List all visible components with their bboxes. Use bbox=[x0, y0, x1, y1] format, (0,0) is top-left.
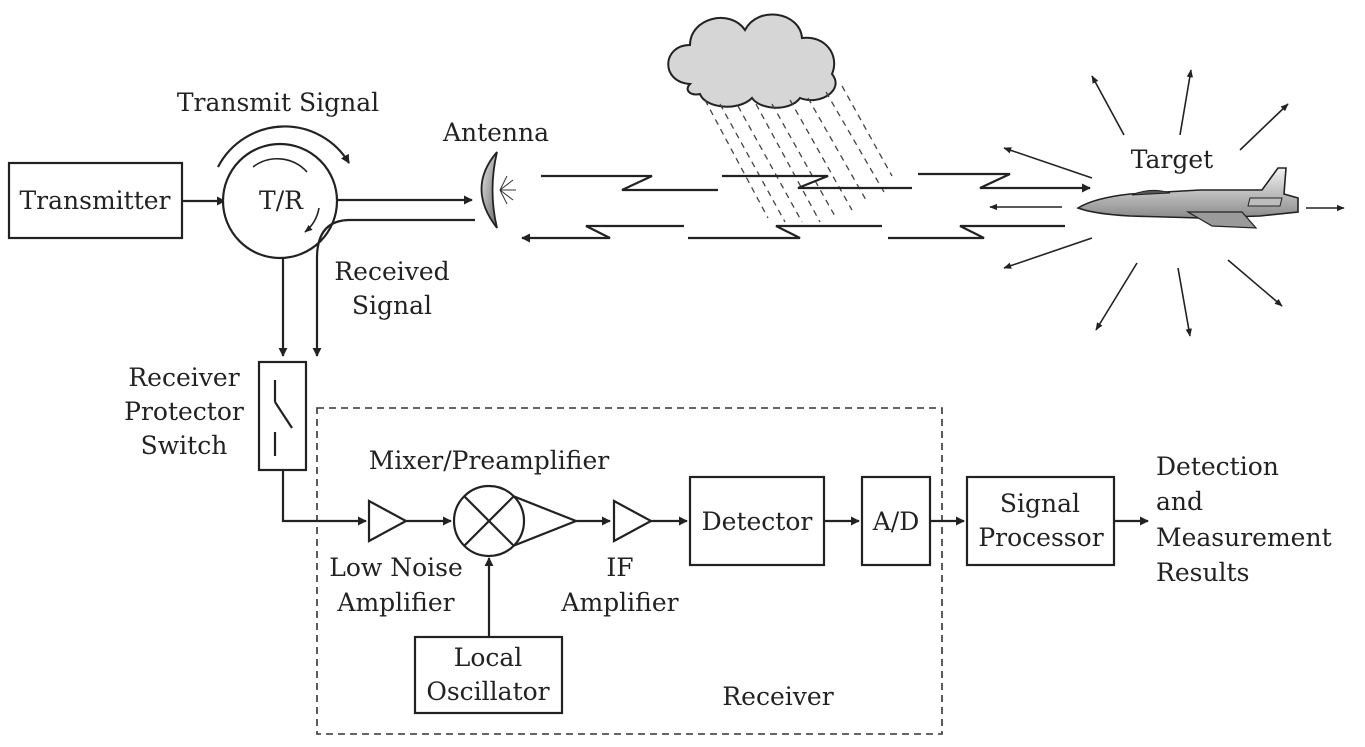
tr-switch-block: T/R bbox=[217, 125, 350, 260]
mixer-icon bbox=[452, 484, 579, 558]
transmitter-label: Transmitter bbox=[19, 186, 170, 215]
ad-converter-block: A/D bbox=[860, 475, 932, 567]
returning-signal-lines bbox=[521, 224, 1065, 243]
local-oscillator-block: Local Oscillator bbox=[413, 635, 564, 715]
outgoing-signal-lines bbox=[541, 172, 1091, 193]
signal-processor-label-2: Processor bbox=[978, 523, 1103, 552]
transmit-arc-arrow bbox=[217, 125, 350, 168]
results-label-2: and bbox=[1156, 487, 1203, 516]
detector-label: Detector bbox=[702, 507, 813, 536]
low-noise-amplifier-icon bbox=[367, 499, 409, 543]
results-label-3: Measurement bbox=[1156, 523, 1332, 552]
local-oscillator-label-2: Oscillator bbox=[426, 677, 549, 706]
cloud-icon bbox=[667, 13, 837, 109]
antenna-label: Antenna bbox=[442, 118, 549, 147]
receiver-protector-label-1: Receiver bbox=[128, 363, 239, 392]
received-signal-arrow bbox=[312, 218, 475, 357]
results-label-1: Detection bbox=[1156, 452, 1279, 481]
local-oscillator-label-1: Local bbox=[454, 643, 523, 672]
mixer-preamplifier-label: Mixer/Preamplifier bbox=[369, 446, 610, 475]
scatter-arrows bbox=[1003, 69, 1289, 337]
tr-label: T/R bbox=[259, 186, 304, 215]
ad-label: A/D bbox=[872, 507, 920, 536]
results-label-4: Results bbox=[1156, 558, 1249, 587]
detector-block: Detector bbox=[688, 475, 826, 567]
low-noise-label-1: Low Noise bbox=[329, 553, 463, 582]
receiver-label: Receiver bbox=[722, 682, 833, 711]
signal-processor-block: Signal Processor bbox=[965, 475, 1116, 567]
transmitter-block: Transmitter bbox=[7, 161, 184, 240]
antenna-dish-icon bbox=[480, 151, 516, 229]
if-amplifier-icon bbox=[612, 499, 654, 543]
receiver-protector-label-2: Protector bbox=[124, 397, 244, 426]
if-label-1: IF bbox=[606, 553, 633, 582]
switch-icon bbox=[257, 360, 308, 472]
receiver-protector-label-3: Switch bbox=[141, 431, 228, 460]
signal-processor-label-1: Signal bbox=[1000, 489, 1080, 518]
aircraft-icon bbox=[1076, 167, 1299, 229]
receiver-enclosure bbox=[316, 407, 943, 735]
low-noise-label-2: Amplifier bbox=[336, 588, 454, 617]
transmit-signal-label: Transmit Signal bbox=[177, 88, 379, 117]
protector-to-lna-arrow bbox=[281, 470, 367, 526]
received-signal-label-1: Received bbox=[334, 257, 449, 286]
if-label-2: Amplifier bbox=[560, 588, 678, 617]
rain-streaks bbox=[704, 85, 893, 223]
target-label: Target bbox=[1131, 145, 1213, 174]
received-signal-label-2: Signal bbox=[352, 291, 432, 320]
